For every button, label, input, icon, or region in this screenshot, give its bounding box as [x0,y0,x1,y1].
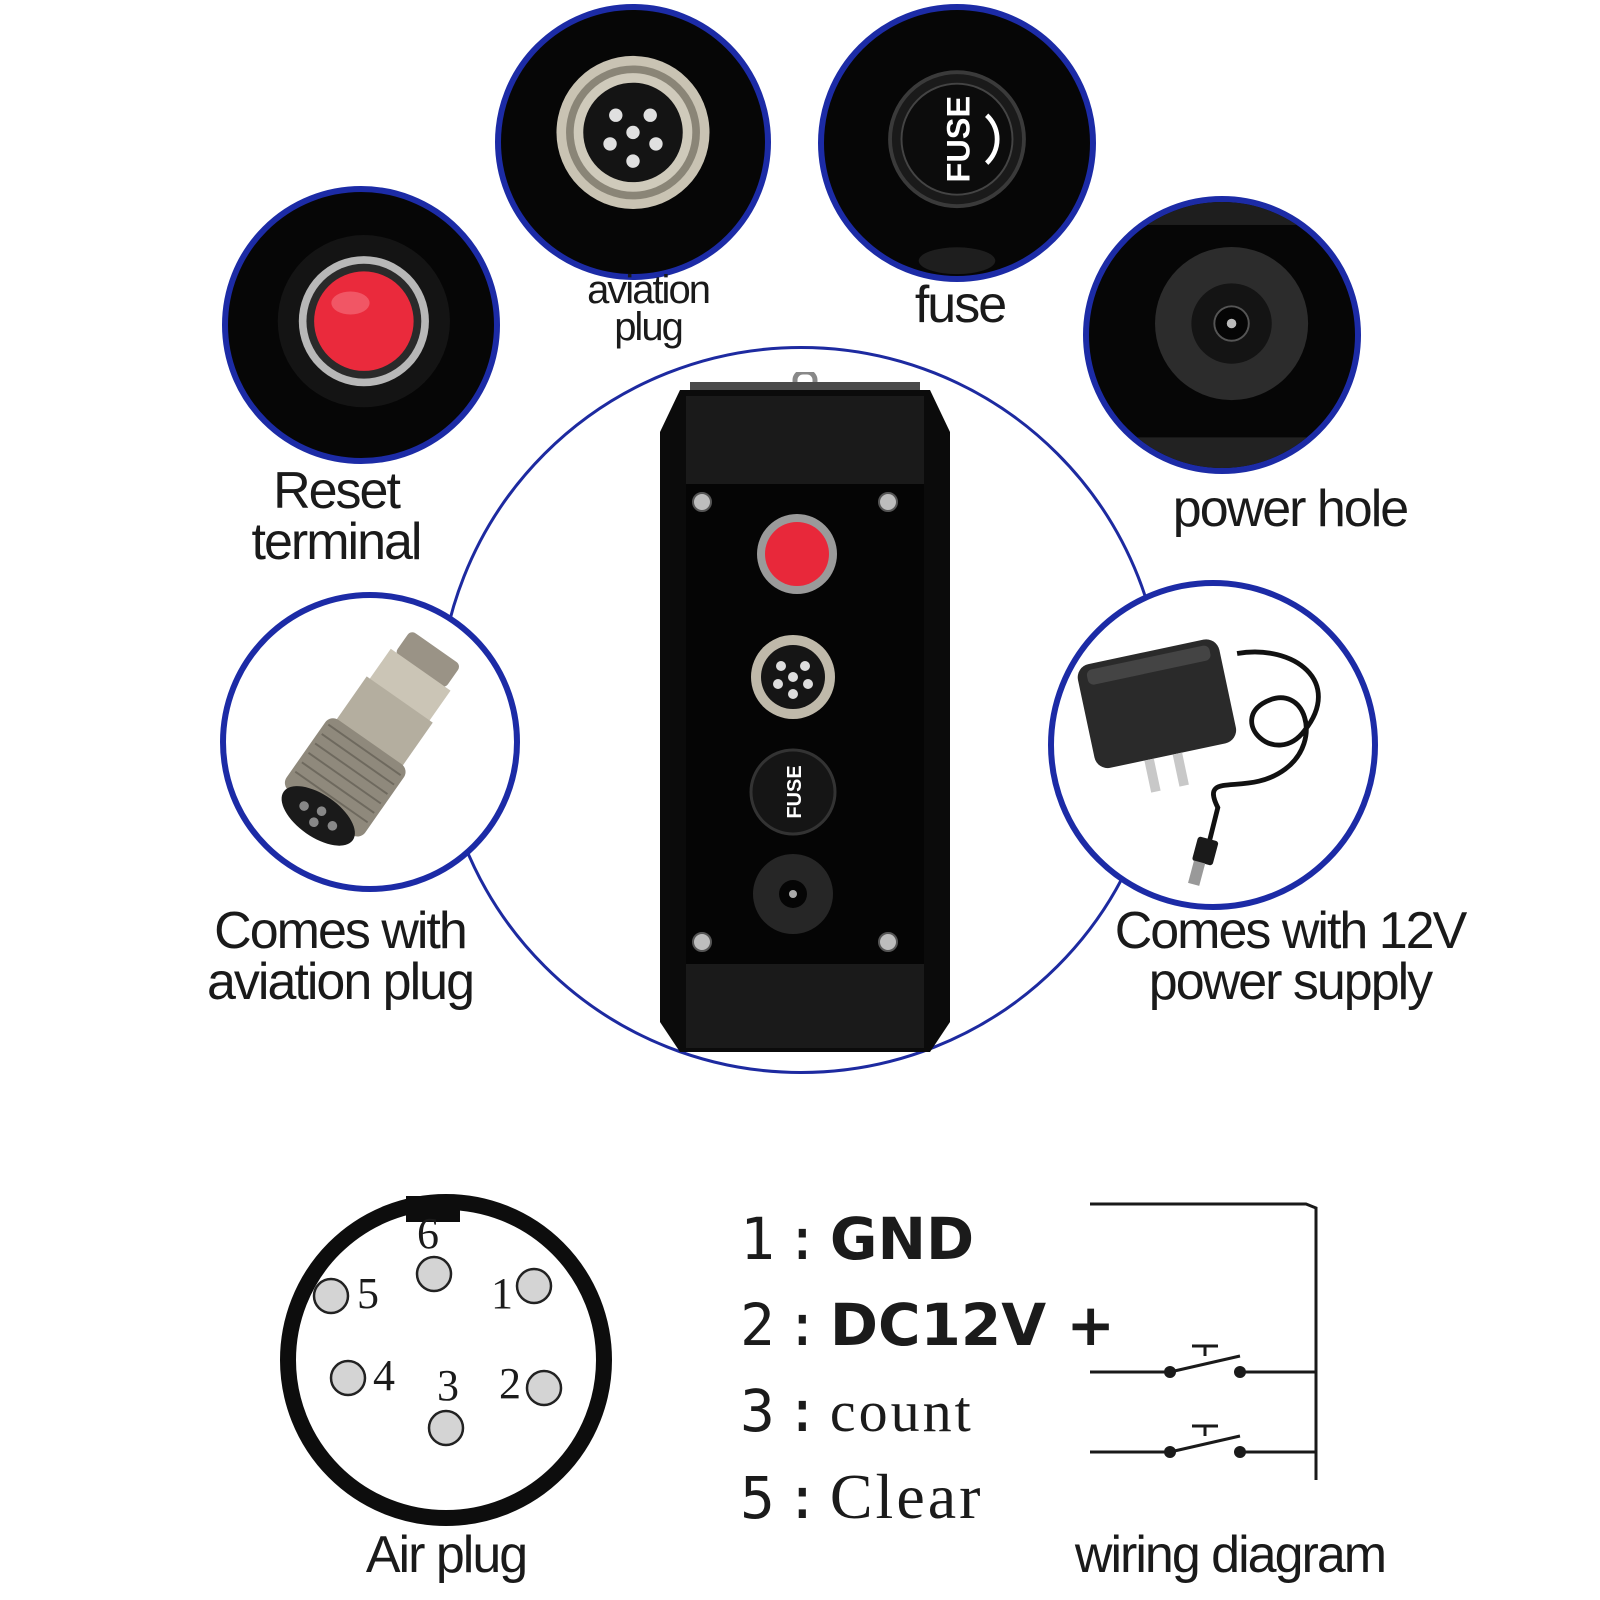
reset-terminal-bubble [222,186,500,464]
pin-function-list: 1:GND 2:DC12V + 3:count 5:Clear [740,1196,1115,1540]
reset-button-icon [277,235,450,408]
pin-row-1-name: GND [829,1205,975,1273]
aviation-plug-bubble [495,4,771,280]
device-power-jack [753,854,833,934]
pin-row-5-sep: : [784,1464,820,1532]
device-fuse-text: FUSE [784,765,806,818]
pin-row-5-name: Clear [829,1461,984,1532]
fuse-bubble: FUSE [818,4,1096,282]
device-fuse-holder: FUSE [749,748,837,836]
power-jack-icon [1089,202,1355,468]
air-plug-title: Air plug [365,1526,528,1584]
power-hole-label: power hole [1172,480,1409,538]
pin-2-hole [525,1369,563,1407]
air-plug-pinout: 6 5 1 4 3 2 [266,1180,626,1540]
pin-row-1-sep: : [784,1205,820,1273]
wiring-diagram-title: wiring diagram [1074,1526,1387,1584]
aviation-plug-accessory-bubble [220,592,520,892]
clear-switch-lever [1169,1434,1241,1454]
aviation-accessory-label-line2: aviation plug [207,952,475,1011]
pin-row-1: 1:GND [740,1196,1115,1282]
power-adapter-icon [1077,639,1321,886]
pin-row-5: 5:Clear [740,1454,1115,1540]
pin-row-3-name: count [829,1379,974,1444]
aviation-accessory-label-line1: Comes with [214,902,468,960]
pin-label-2: 2 [499,1359,521,1408]
fuse-label: fuse [914,276,1007,334]
pin-label-5: 5 [357,1269,379,1318]
pin-5-hole [312,1277,350,1315]
pin-row-2: 2:DC12V + [740,1282,1115,1368]
aviation-plug-label-line2: plug [614,304,684,349]
pin-row-3-sep: : [784,1377,820,1445]
reset-terminal-label-line1: Reset [273,462,401,520]
reset-terminal-label-line2: terminal [251,512,423,571]
aviation-plug-label-line1: aviation [587,268,711,312]
pin-6-hole [415,1255,453,1293]
device-aviation-socket [751,635,835,719]
pin-row-2-num: 2 [740,1291,775,1359]
power-supply-label-line1: Comes with 12V [1114,902,1468,960]
pin-row-2-sep: : [784,1291,820,1359]
aviation-plug-label: aviation plug [548,268,748,349]
pin-label-6: 6 [417,1209,439,1258]
counter-device: FUSE [660,369,950,1070]
pin-row-3-num: 3 [740,1377,775,1445]
power-supply-label-line2: power supply [1148,952,1433,1011]
pin-row-5-num: 5 [740,1464,775,1532]
comes-with-aviation-plug-label: Comes with aviation plug [180,902,500,1011]
pin-label-3: 3 [437,1361,459,1410]
power-hole-bubble [1083,196,1361,474]
pin-row-1-num: 1 [740,1205,775,1273]
reset-terminal-label: Reset terminal [196,462,476,571]
fuse-icon: FUSE [888,70,1026,275]
count-switch-lever [1169,1354,1241,1374]
wiring-diagram [1080,1196,1350,1496]
comes-with-power-supply-label: Comes with 12V power supply [1090,902,1490,1011]
power-supply-bubble [1048,580,1378,910]
device-reset-button [757,514,837,594]
aviation-connector-icon [281,632,459,846]
pin-label-4: 4 [373,1351,395,1400]
pin-3-hole [427,1409,465,1447]
pin-1-hole [515,1267,553,1305]
fuse-cap-text: FUSE [940,96,976,183]
pin-4-hole [329,1359,367,1397]
pin-row-2-name: DC12V + [829,1291,1115,1359]
pin-row-3: 3:count [740,1368,1115,1454]
aviation-socket-icon [556,55,710,209]
pin-label-1: 1 [491,1269,513,1318]
